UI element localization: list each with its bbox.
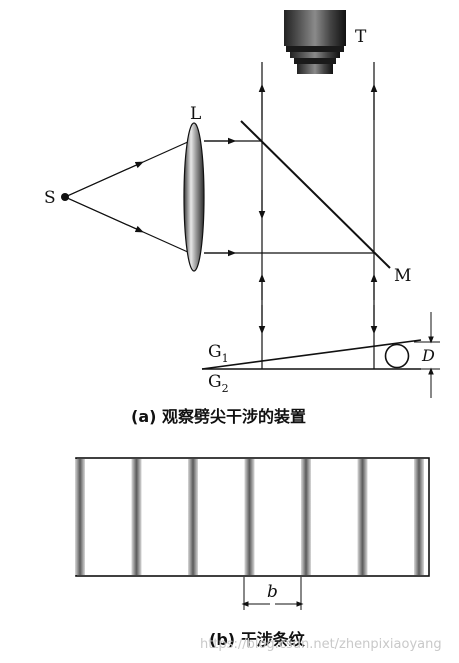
figure-a: T S L M G1 xyxy=(44,10,440,426)
dark-fringe xyxy=(188,459,198,575)
g1-label: G1 xyxy=(208,342,229,365)
caption-a: (a) 观察劈尖干涉的装置 xyxy=(131,407,306,426)
dark-fringe xyxy=(301,459,311,575)
g2-label: G2 xyxy=(208,372,229,395)
figure-b: b (b) 干涉条纹 xyxy=(75,457,430,649)
spacing-dimension xyxy=(241,577,304,610)
ray-lower-arrow xyxy=(64,196,144,233)
dark-fringe xyxy=(357,459,368,575)
telescope-label: T xyxy=(355,27,367,47)
fringe-group xyxy=(75,459,424,575)
diameter-dimension xyxy=(414,312,440,398)
caption-b: (b) 干涉条纹 xyxy=(209,630,306,649)
dark-fringe xyxy=(244,459,255,575)
dark-fringe xyxy=(75,459,85,575)
diameter-label: D xyxy=(421,346,435,365)
lens-label: L xyxy=(190,104,201,124)
half-mirror xyxy=(240,120,391,269)
thin-wire xyxy=(384,343,410,369)
spacing-label: b xyxy=(267,582,278,602)
glass-plate-g1 xyxy=(201,339,422,370)
lens xyxy=(183,122,205,272)
watermark-text: https://blog.csdn.net/zhenpixiaoyang xyxy=(200,637,442,652)
dark-fringe xyxy=(414,459,424,575)
dark-fringe xyxy=(131,459,142,575)
mirror-label: M xyxy=(394,266,411,286)
ray-upper-arrow xyxy=(64,161,144,198)
telescope-icon xyxy=(284,10,346,74)
source-label: S xyxy=(44,188,56,208)
